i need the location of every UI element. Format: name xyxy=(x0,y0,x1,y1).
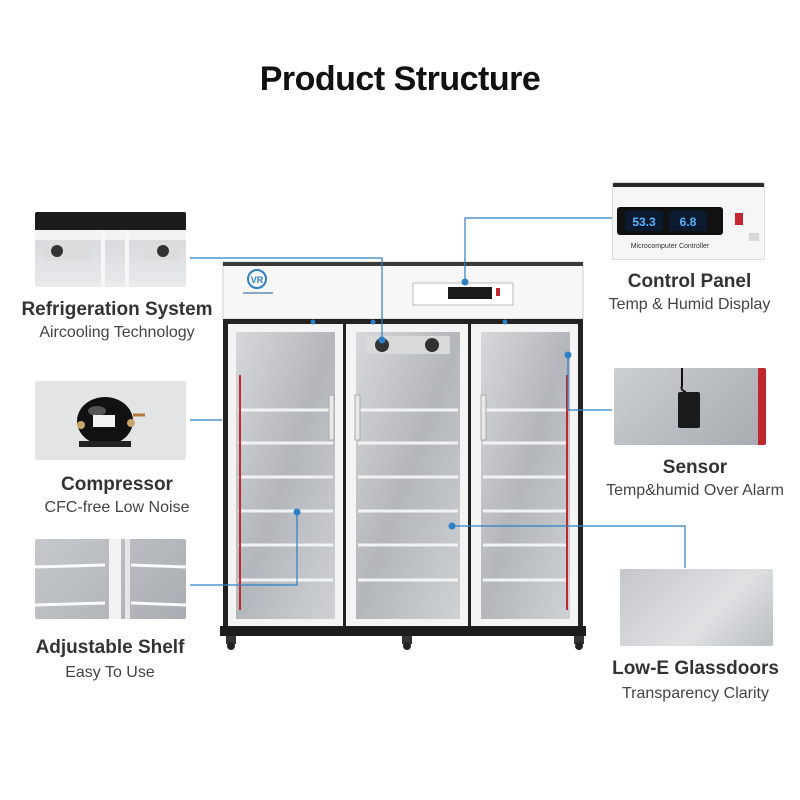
sensor-icon xyxy=(678,392,700,428)
humidity-readout: 53.3 xyxy=(632,215,656,229)
feature-name: Control Panel xyxy=(627,271,752,292)
feature-desc: Temp & Humid Display xyxy=(608,296,771,313)
feature-desc: Aircooling Technology xyxy=(39,324,195,341)
handle-left xyxy=(328,394,335,441)
feature-name: Adjustable Shelf xyxy=(35,637,185,658)
shelf-icon xyxy=(35,563,186,607)
compressor-thumbnail xyxy=(35,381,186,460)
controller-caption: Microcomputer Controller xyxy=(631,243,710,250)
temperature-readout: 6.8 xyxy=(680,215,697,229)
feature-shelf: Adjustable Shelf Easy To Use xyxy=(18,636,202,684)
feature-desc: Temp&humid Over Alarm xyxy=(606,482,784,499)
cabinet-header xyxy=(222,261,584,320)
sensor-thumbnail xyxy=(614,368,766,445)
feature-glassdoor: Low-E Glassdoors Transparency Clarity xyxy=(598,657,793,705)
fan-icon xyxy=(51,245,63,257)
feature-name: Low-E Glassdoors xyxy=(612,658,779,679)
cabinet-header-top xyxy=(223,262,583,266)
cabinet-base xyxy=(220,626,586,636)
feature-name: Sensor xyxy=(662,457,728,478)
control-panel-thumbnail: 53.3 6.8 Microcomputer Controller xyxy=(612,182,765,260)
refrigeration-thumbnail xyxy=(35,212,186,287)
svg-text:VR: VR xyxy=(251,275,264,285)
handle-right xyxy=(480,394,487,441)
feature-control: Control Panel Temp & Humid Display xyxy=(592,270,787,316)
feature-desc: CFC-free Low Noise xyxy=(44,499,190,516)
page-title: Product Structure xyxy=(259,60,541,98)
feature-desc: Transparency Clarity xyxy=(621,685,769,702)
feature-desc: Easy To Use xyxy=(65,664,155,681)
feature-name: Refrigeration System xyxy=(21,299,213,320)
feature-compressor: Compressor CFC-free Low Noise xyxy=(18,473,216,519)
glass-icon xyxy=(620,569,773,646)
shelf-thumbnail xyxy=(35,539,186,619)
glassdoor-thumbnail xyxy=(620,569,773,646)
feature-sensor: Sensor Temp&humid Over Alarm xyxy=(595,456,795,502)
feature-name: Compressor xyxy=(61,474,173,495)
feature-refrigeration: Refrigeration System Aircooling Technolo… xyxy=(18,298,216,344)
handle-middle xyxy=(354,394,361,441)
